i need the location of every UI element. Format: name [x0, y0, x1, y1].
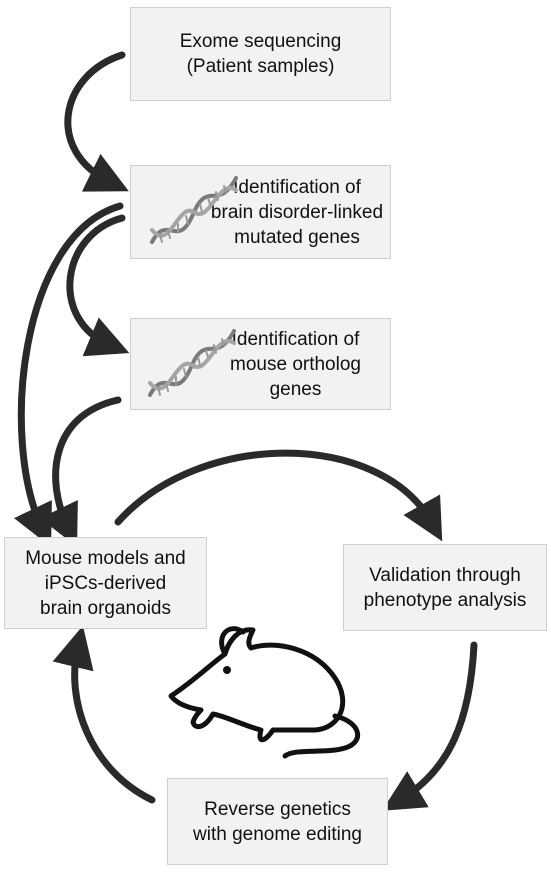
identification-disorder-box: Identification of brain disorder-linked … — [130, 165, 391, 259]
mouse-icon — [168, 626, 361, 759]
exome-sequencing-box: Exome sequencing (Patient samples) — [130, 7, 391, 101]
mouse-models-box: Mouse models and iPSCs-derived brain org… — [4, 537, 207, 629]
validation-box: Validation through phenotype analysis — [343, 544, 547, 631]
arrow-mouse-models-to-validation — [114, 449, 443, 542]
arrow-disorder-to-mouse-models — [14, 202, 124, 547]
identification-disorder-label: Identification of brain disorder-linked … — [210, 176, 384, 248]
mouse-models-label: Mouse models and iPSCs-derived brain org… — [25, 547, 186, 619]
dna-helix-icon — [150, 176, 238, 244]
reverse-genetics-box: Reverse genetics with genome editing — [167, 778, 388, 865]
identification-ortholog-box: Identification of mouse ortholog genes — [130, 318, 391, 410]
arrow-ortholog-to-mouse-models — [39, 396, 122, 547]
exome-sequencing-label: Exome sequencing (Patient samples) — [179, 31, 342, 77]
validation-label: Validation through phenotype analysis — [363, 564, 527, 611]
arrow-reverse-to-mouse-models — [52, 625, 156, 804]
arrow-exome-to-disorder — [64, 51, 129, 192]
dna-helix-icon — [148, 329, 236, 397]
arrow-disorder-to-ortholog — [66, 214, 130, 357]
identification-ortholog-label: Identification of mouse ortholog genes — [230, 328, 361, 400]
arrow-validation-to-reverse — [381, 641, 478, 811]
reverse-genetics-label: Reverse genetics with genome editing — [193, 798, 362, 845]
